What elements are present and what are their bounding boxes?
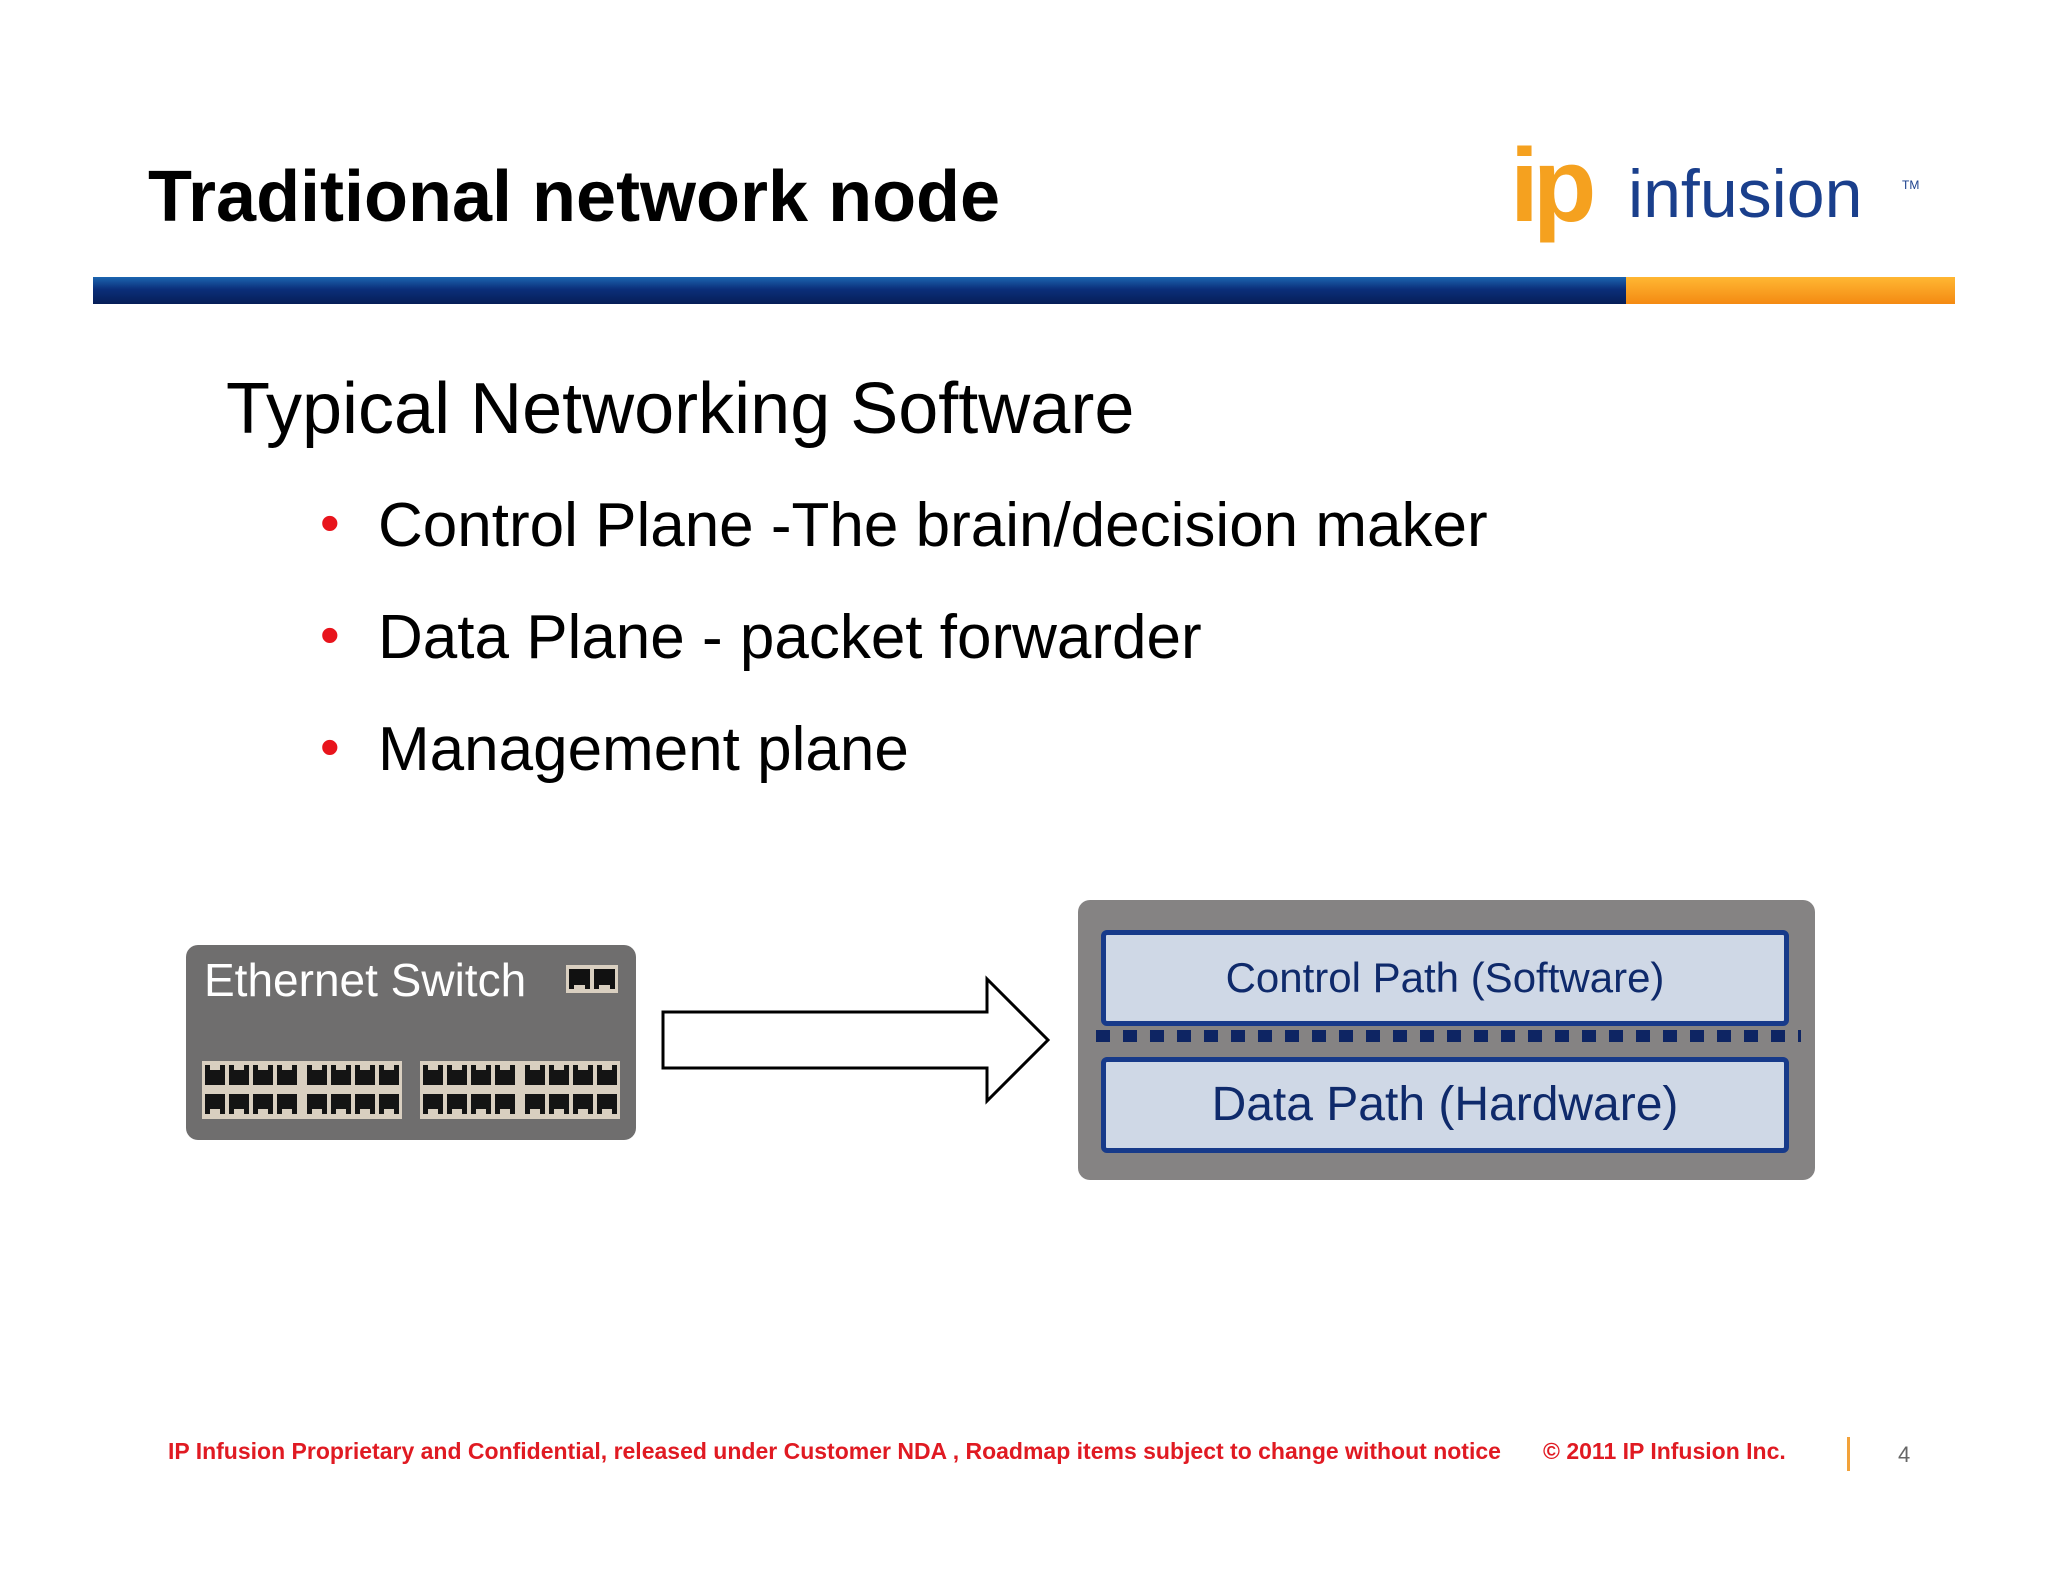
bullet-dot-icon: • (320, 715, 340, 778)
plane-separator (1096, 1030, 1801, 1042)
bullet-text: Data Plane - packet forwarder (378, 603, 1202, 672)
network-node-stack: Control Path (Software) Data Path (Hardw… (1078, 900, 1815, 1180)
footer-confidential-note: IP Infusion Proprietary and Confidential… (168, 1438, 1501, 1464)
bullet-dot-icon: • (320, 491, 340, 554)
rj45-port-icon (566, 965, 618, 993)
ethernet-switch-label: Ethernet Switch (204, 954, 527, 1006)
ip-infusion-logo: ip infusion TM (1510, 134, 1930, 258)
rj45-port-bank-icon (202, 1061, 402, 1119)
bullet-text: Control Plane -The brain/decision maker (378, 491, 1488, 560)
header-rule-blue (93, 277, 1626, 304)
bullet-text: Management plane (378, 715, 909, 784)
slide-title: Traditional network node (148, 157, 1001, 237)
header-rule-orange (1626, 277, 1955, 304)
control-path-box: Control Path (Software) (1101, 930, 1789, 1026)
logo-trademark: TM (1902, 178, 1920, 192)
logo-infusion-text: infusion (1628, 156, 1863, 232)
footer-divider (1847, 1437, 1850, 1471)
right-arrow-icon (661, 975, 1051, 1105)
header-rule (93, 277, 1955, 304)
ethernet-switch: Ethernet Switch (186, 945, 636, 1140)
slide-subtitle: Typical Networking Software (226, 369, 1135, 449)
logo-ip-text: ip (1510, 128, 1596, 244)
bullet-dot-icon: • (320, 603, 340, 666)
rj45-port-bank-icon (420, 1061, 620, 1119)
footer-copyright: © 2011 IP Infusion Inc. (1543, 1438, 1786, 1464)
page-number: 4 (1898, 1442, 1911, 1467)
data-path-box: Data Path (Hardware) (1101, 1057, 1789, 1153)
